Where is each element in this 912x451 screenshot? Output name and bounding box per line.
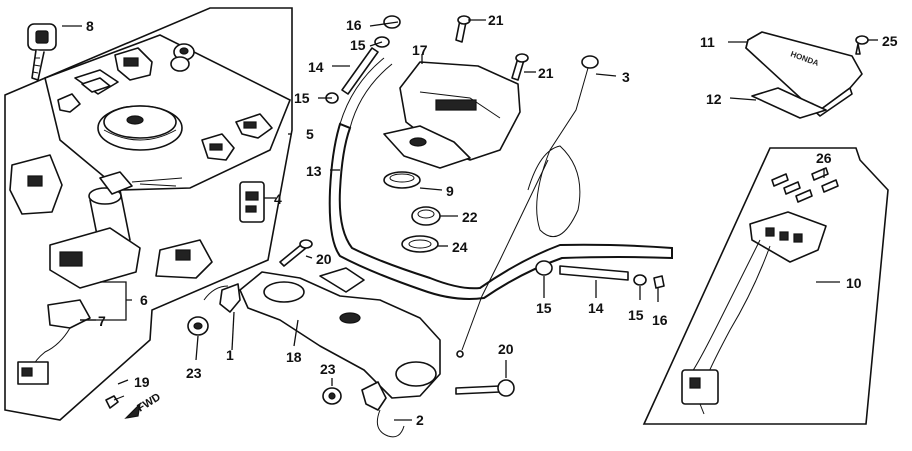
handlebar-upper-holder (383, 61, 521, 169)
callout-3: 3 (622, 69, 630, 85)
screws-top (374, 15, 529, 81)
switch-connector (17, 299, 91, 385)
callout-12: 12 (706, 91, 722, 107)
steering-lock (239, 181, 265, 223)
callout-2: 2 (416, 412, 424, 428)
flange-nut (187, 316, 209, 336)
callout-13: 13 (306, 163, 322, 179)
callout-26: 26 (816, 150, 832, 166)
callout-17: 17 (412, 42, 428, 58)
callout-11: 11 (700, 34, 715, 50)
fork-top-bridge (239, 267, 441, 399)
lock-bracket (155, 239, 213, 279)
callout-19: 19 (134, 374, 150, 390)
meter-cover: HONDA (745, 31, 863, 117)
forward-arrow: FWD (124, 391, 163, 419)
callout-25: 25 (882, 33, 898, 49)
washer (401, 235, 439, 253)
callout-16-b: 16 (652, 312, 668, 328)
callout-5: 5 (306, 126, 314, 142)
seat-lock-parts (201, 113, 273, 161)
callout-15-c: 15 (536, 300, 552, 316)
callout-23-b: 23 (320, 361, 336, 377)
bolt-lower (455, 379, 515, 397)
flange-nut-lower (322, 387, 342, 405)
cover-screw (855, 35, 869, 55)
callout-1: 1 (226, 347, 234, 363)
pinch-bolt-lower (535, 260, 665, 289)
mounting-bracket (203, 283, 241, 313)
fuel-cap (97, 105, 183, 151)
bolt-upper (279, 239, 313, 267)
callout-7: 7 (98, 313, 106, 329)
callout-23: 23 (186, 365, 202, 381)
indicator-socket (691, 211, 827, 375)
callout-14-b: 14 (588, 300, 604, 316)
callout-18: 18 (286, 349, 302, 365)
callout-21: 21 (488, 12, 504, 28)
callout-14: 14 (308, 59, 324, 75)
hex-bolt (105, 395, 125, 409)
callout-15-d: 15 (628, 307, 644, 323)
leader-lines (62, 19, 878, 421)
collar (411, 206, 441, 226)
callout-9: 9 (446, 183, 454, 199)
rubber-bushing (383, 171, 421, 189)
callout-8: 8 (86, 18, 94, 34)
callout-20: 20 (316, 251, 332, 267)
callout-15-b: 15 (294, 90, 310, 106)
ignition-key (27, 23, 57, 81)
lock-cylinder-parts (57, 43, 195, 113)
callout-22: 22 (462, 209, 478, 225)
callout-20-b: 20 (498, 341, 514, 357)
forward-label: FWD (135, 391, 163, 414)
callout-labels: 8 5 4 6 7 1 23 19 16 15 14 15 17 21 21 3… (86, 12, 898, 428)
handlebar (328, 57, 673, 300)
callout-6: 6 (140, 292, 148, 308)
indicator-bulbs (771, 167, 839, 203)
callout-16: 16 (346, 17, 362, 33)
cable-guide-bracket (361, 381, 405, 438)
callout-24: 24 (452, 239, 468, 255)
choke-cable (456, 55, 599, 358)
callout-10: 10 (846, 275, 862, 291)
callout-15: 15 (350, 37, 366, 53)
cover-plate (751, 87, 827, 119)
ignition-switch (9, 154, 183, 289)
callout-4: 4 (274, 191, 282, 207)
callout-21-b: 21 (538, 65, 554, 81)
wiring-connector (681, 369, 719, 415)
wiring-frame (642, 147, 889, 425)
